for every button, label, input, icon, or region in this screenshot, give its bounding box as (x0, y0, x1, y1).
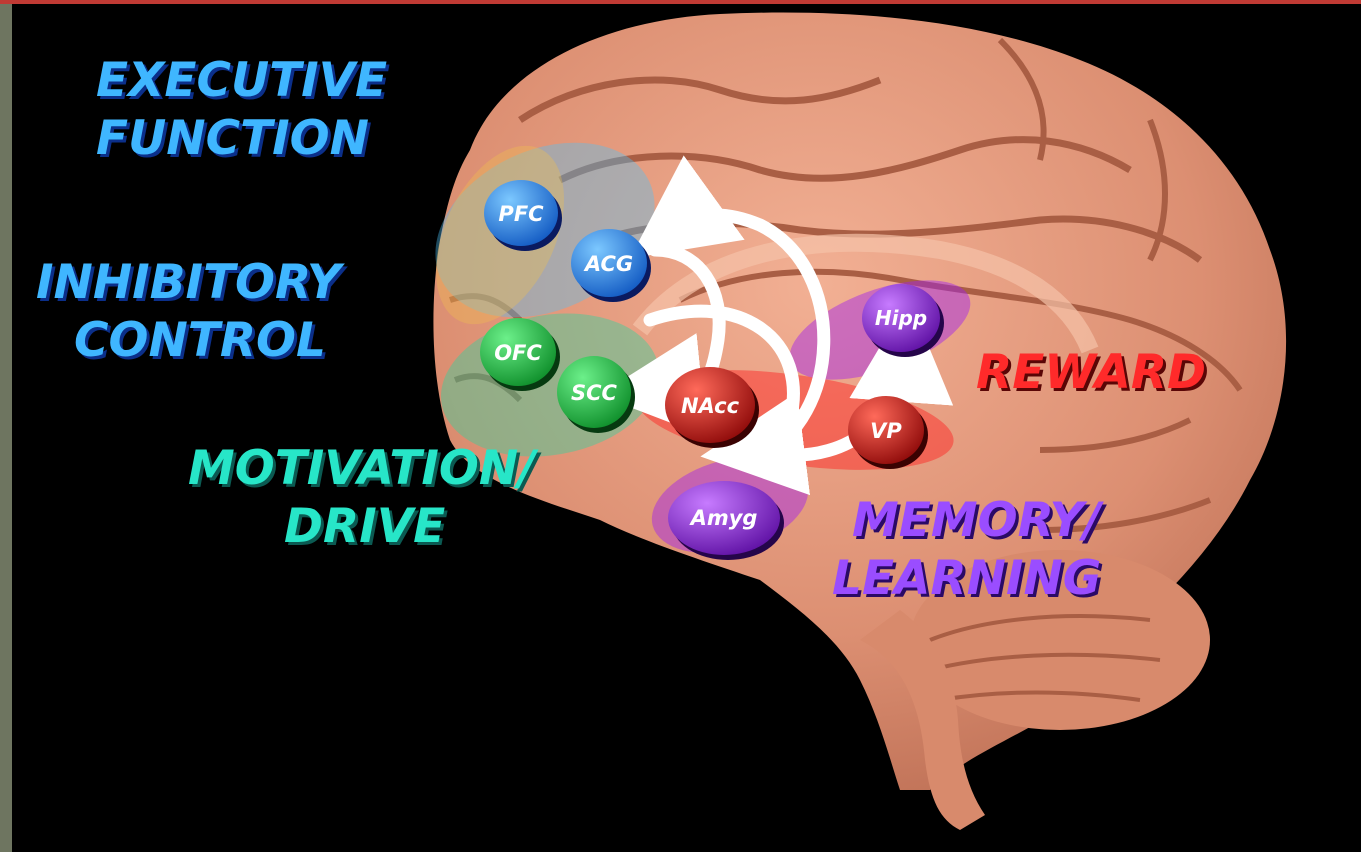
executive-line-2: FUNCTION (96, 110, 387, 168)
executive-line-1: EXECUTIVE (96, 52, 387, 110)
node-hipp-label: Hipp (875, 306, 927, 330)
memory-learning-label: MEMORY/ LEARNING (852, 492, 1101, 608)
node-nacc-label: NAcc (681, 394, 740, 418)
inhibitory-control-label: INHIBITORY CONTROL (36, 254, 341, 370)
reward-label: REWARD (976, 344, 1206, 402)
executive-function-label: EXECUTIVE FUNCTION (96, 52, 387, 168)
node-acg-label: ACG (583, 252, 633, 276)
node-amyg-label: Amyg (689, 506, 758, 530)
inhibitory-line-2: CONTROL (36, 312, 341, 370)
node-vp-label: VP (870, 419, 902, 443)
memory-line-1: MEMORY/ (852, 492, 1101, 550)
node-pfc-label: PFC (498, 202, 544, 226)
inhibitory-line-1: INHIBITORY (36, 254, 341, 312)
node-ofc-label: OFC (494, 341, 542, 365)
node-scc-label: SCC (571, 381, 618, 405)
motivation-line-1: MOTIVATION/ (188, 440, 535, 498)
memory-line-2: LEARNING (832, 550, 1101, 608)
motivation-line-2: DRIVE (188, 498, 535, 556)
motivation-drive-label: MOTIVATION/ DRIVE (188, 440, 535, 556)
reward-text: REWARD (976, 344, 1206, 402)
